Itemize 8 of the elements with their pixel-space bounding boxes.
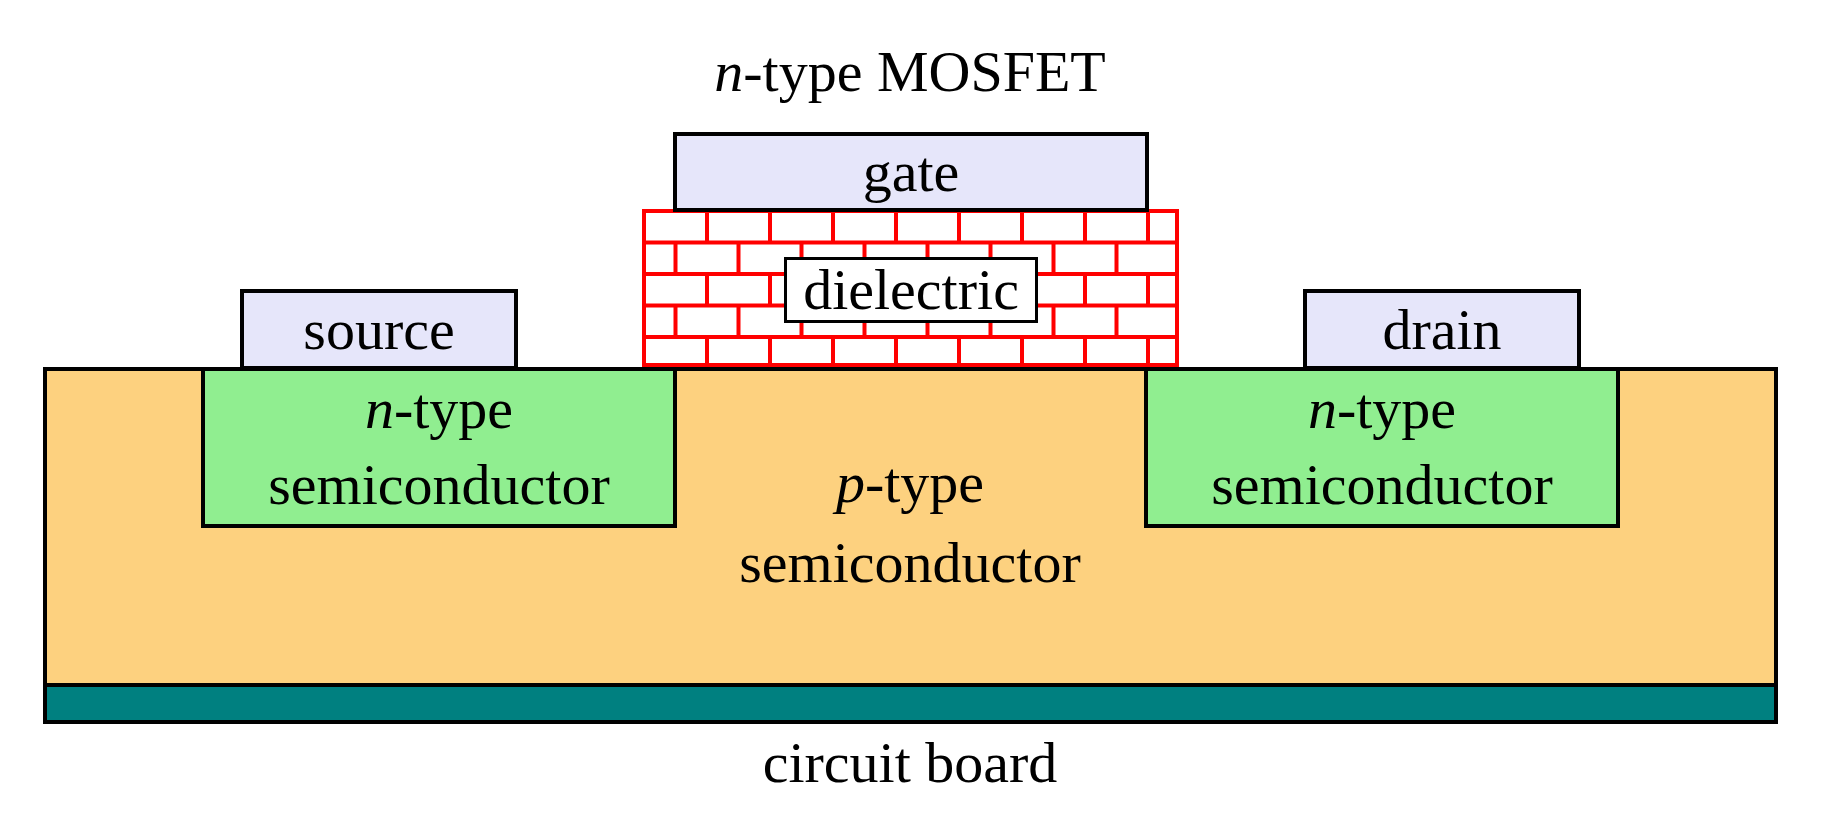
gate-electrode: gate bbox=[673, 132, 1149, 212]
layer-label: circuit board bbox=[762, 729, 1058, 797]
diagram-title: n-type MOSFET bbox=[714, 38, 1106, 106]
dielectric-layer bbox=[642, 209, 1179, 367]
source-electrode: source bbox=[240, 289, 518, 370]
region-label: p-type semiconductor bbox=[738, 449, 1082, 597]
layer-label: dielectric bbox=[784, 257, 1038, 323]
drain-electrode: drain bbox=[1303, 289, 1581, 370]
